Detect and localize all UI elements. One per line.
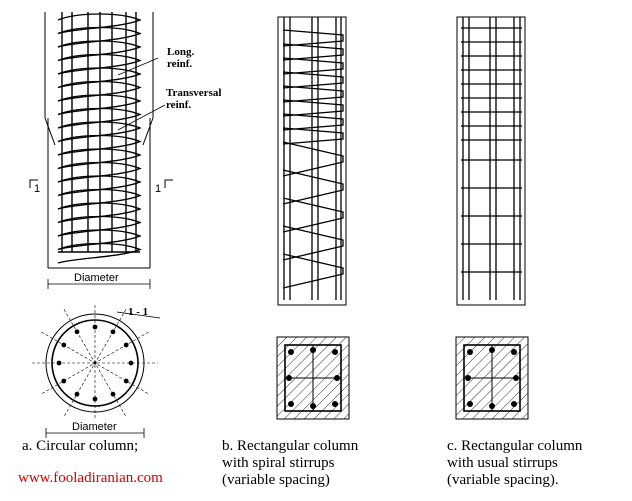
section-mark-left: 1 xyxy=(34,183,40,195)
spiral-turn xyxy=(57,242,142,264)
spiral-turn xyxy=(57,53,142,75)
rectangular-stirrup-column xyxy=(456,16,526,306)
spiral-segment xyxy=(282,225,344,261)
section-bar-dot xyxy=(123,378,129,384)
spiral-turn xyxy=(57,148,142,170)
circular-section xyxy=(32,305,161,438)
section-bar-dot xyxy=(288,401,294,407)
spiral-turn xyxy=(57,229,142,251)
section-bar-dot xyxy=(310,347,316,353)
section-bar-dot xyxy=(110,329,116,335)
section-bar-dot xyxy=(332,349,338,355)
circular-column-elevation xyxy=(29,12,173,289)
caption-b: b. Rectangular column with spiral stirru… xyxy=(222,438,358,489)
section-bar-dot xyxy=(467,349,473,355)
long-reinf-label: Long. xyxy=(167,46,194,58)
caption-b-line-3: (variable spacing) xyxy=(222,472,330,488)
spiral-turn xyxy=(57,107,142,129)
spiral-turn xyxy=(57,134,142,156)
spiral-segment xyxy=(282,169,344,205)
section-bar-dot xyxy=(334,375,340,381)
section-bar-dot xyxy=(511,401,517,407)
section-mark-right: 1 xyxy=(155,183,161,195)
section-bar-dot xyxy=(489,347,495,353)
spiral-turn xyxy=(57,67,142,89)
spiral-turn xyxy=(57,13,142,35)
spiral-turn xyxy=(57,94,142,116)
caption-a: a. Circular column; xyxy=(22,438,138,455)
diameter-label-top: Diameter xyxy=(74,272,119,284)
caption-b-line-2: with spiral stirrups xyxy=(222,455,335,471)
section-bar-dot xyxy=(288,349,294,355)
caption-c-line-2: with usual stirrups xyxy=(447,455,558,471)
section-bar-dot xyxy=(467,401,473,407)
spiral-segment xyxy=(282,43,344,61)
spiral-turn xyxy=(57,188,142,210)
spiral-segment xyxy=(282,99,344,117)
spiral-segment xyxy=(282,29,344,47)
section-bar-dot xyxy=(92,324,98,330)
spiral-turn xyxy=(57,26,142,48)
caption-c: c. Rectangular column with usual stirrup… xyxy=(447,438,582,489)
spiral-segment xyxy=(282,253,344,289)
caption-b-line-1: b. Rectangular column xyxy=(222,438,359,454)
caption-c-line-1: c. Rectangular column xyxy=(447,438,583,454)
rectangular-spiral-column xyxy=(277,16,347,306)
rectangular-stirrup-section xyxy=(455,336,529,420)
section-bar-dot xyxy=(74,329,80,335)
section-center-dot xyxy=(93,361,97,365)
section-bar-dot xyxy=(128,360,134,366)
spiral-turn xyxy=(57,175,142,197)
transversal-reinf-label: Transversal xyxy=(166,87,221,99)
watermark-link[interactable]: www.fooladiranian.com xyxy=(18,470,163,486)
section-bar-dot xyxy=(465,375,471,381)
spiral-segment xyxy=(282,85,344,103)
caption-a-line: a. Circular column; xyxy=(22,438,139,454)
section-bar-dot xyxy=(74,391,80,397)
spiral-turn xyxy=(57,121,142,143)
spiral-turn xyxy=(57,215,142,237)
section-bar-dot xyxy=(489,403,495,409)
section-bar-dot xyxy=(286,375,292,381)
section-bar-dot xyxy=(92,396,98,402)
section-bar-dot xyxy=(61,378,67,384)
spiral-segment xyxy=(282,197,344,233)
section-bar-dot xyxy=(332,401,338,407)
section-title: 1 - 1 xyxy=(128,306,148,318)
spiral-segment xyxy=(282,71,344,89)
section-bar-dot xyxy=(123,342,129,348)
transversal-reinf-label-2: reinf. xyxy=(166,99,191,111)
section-bar-dot xyxy=(61,342,67,348)
spiral-segment xyxy=(282,113,344,131)
section-bar-dot xyxy=(513,375,519,381)
spiral-segment xyxy=(282,127,344,145)
spiral-turn xyxy=(57,202,142,224)
spiral-segment xyxy=(282,57,344,75)
section-bar-dot xyxy=(56,360,62,366)
rectangular-spiral-section xyxy=(276,336,350,420)
spiral-turn xyxy=(57,161,142,183)
caption-c-line-3: (variable spacing). xyxy=(447,472,559,488)
section-bar-dot xyxy=(511,349,517,355)
spiral-turn xyxy=(57,80,142,102)
section-bar-dot xyxy=(310,403,316,409)
long-reinf-label-2: reinf. xyxy=(167,58,192,70)
spiral-segment xyxy=(282,141,344,177)
spiral-turn xyxy=(57,40,142,62)
section-bar-dot xyxy=(110,391,116,397)
diameter-label-bottom: Diameter xyxy=(72,421,117,433)
